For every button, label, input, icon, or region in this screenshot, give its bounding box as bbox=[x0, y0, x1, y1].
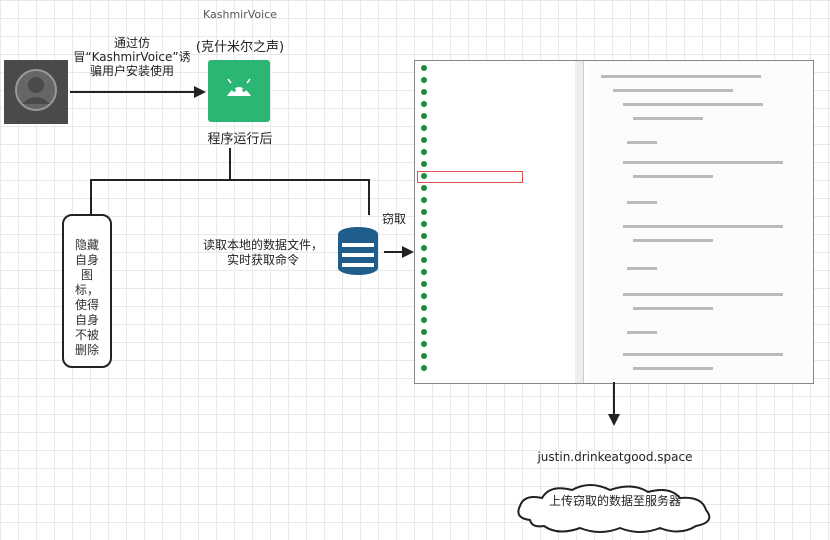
file-tree bbox=[415, 61, 584, 383]
file-tree-row bbox=[421, 89, 430, 99]
code-line bbox=[633, 239, 713, 242]
file-tree-row bbox=[421, 113, 430, 123]
code-line bbox=[623, 161, 783, 164]
code-line bbox=[613, 89, 733, 92]
highlighted-file bbox=[417, 171, 523, 183]
file-tree-row bbox=[421, 257, 430, 267]
file-tree-row bbox=[421, 185, 430, 195]
app-name-label: KashmirVoice bbox=[202, 8, 278, 21]
file-tree-row bbox=[421, 317, 430, 327]
steal-label: 窃取 bbox=[381, 212, 406, 226]
code-line bbox=[627, 267, 657, 270]
file-tree-row bbox=[421, 341, 430, 351]
arrow-db-to-code bbox=[384, 251, 404, 253]
read-local-files-label: 读取本地的数据文件，实时获取命令 bbox=[202, 238, 323, 267]
arrow-user-to-app bbox=[70, 91, 198, 93]
app-running-label: 程序运行后 bbox=[207, 132, 273, 147]
connector-left-down bbox=[90, 179, 92, 215]
code-line bbox=[633, 367, 713, 370]
file-tree-row bbox=[421, 137, 430, 147]
server-label: justin.drinkeatgood.space bbox=[537, 450, 693, 464]
connector-branch bbox=[90, 179, 370, 181]
code-line bbox=[601, 75, 761, 78]
edge-label-user-to-app: 通过仿冒“KashmirVoice”诱骗用户安装使用 bbox=[73, 36, 191, 78]
arrowhead-code-to-server bbox=[608, 414, 620, 426]
database-icon bbox=[336, 226, 380, 276]
arrow-code-to-server bbox=[613, 382, 615, 418]
file-tree-scrollbar bbox=[575, 61, 583, 383]
arrowhead-db-to-code bbox=[402, 246, 414, 258]
code-line bbox=[633, 117, 703, 120]
arrowhead-user-to-app bbox=[194, 86, 206, 98]
hide-icon-text: 隐藏自身图标，使得自身不被删除 bbox=[74, 238, 99, 357]
code-line bbox=[623, 103, 763, 106]
file-tree-row bbox=[421, 365, 430, 375]
file-tree-row bbox=[421, 233, 430, 243]
code-line bbox=[627, 201, 657, 204]
cloud-icon: 上传窃取的数据至服务器 bbox=[510, 480, 720, 536]
file-tree-row bbox=[421, 329, 430, 339]
code-line bbox=[633, 175, 713, 178]
code-line bbox=[627, 141, 657, 144]
code-screenshot bbox=[414, 60, 814, 384]
code-line bbox=[623, 293, 783, 296]
file-tree-row bbox=[421, 221, 430, 231]
file-tree-row bbox=[421, 101, 430, 111]
hide-icon-box: 隐藏自身图标，使得自身不被删除 bbox=[62, 214, 112, 368]
code-line bbox=[633, 307, 713, 310]
file-tree-row bbox=[421, 65, 430, 75]
upload-label: 上传窃取的数据至服务器 bbox=[548, 494, 681, 508]
file-tree-row bbox=[421, 293, 430, 303]
code-line bbox=[623, 353, 783, 356]
file-tree-row bbox=[421, 77, 430, 87]
code-line bbox=[623, 225, 783, 228]
file-tree-row bbox=[421, 245, 430, 255]
file-tree-row bbox=[421, 125, 430, 135]
file-tree-row bbox=[421, 173, 430, 183]
file-tree-row bbox=[421, 161, 430, 171]
user-avatar-icon bbox=[4, 60, 68, 124]
android-app-icon bbox=[208, 60, 270, 122]
file-tree-row bbox=[421, 281, 430, 291]
file-tree-row bbox=[421, 353, 430, 363]
code-editor bbox=[587, 61, 813, 383]
file-tree-row bbox=[421, 149, 430, 159]
file-tree-row bbox=[421, 197, 430, 207]
connector-right-down bbox=[368, 179, 370, 215]
file-tree-row bbox=[421, 209, 430, 219]
connector-app-down bbox=[229, 148, 231, 180]
file-tree-row bbox=[421, 269, 430, 279]
code-line bbox=[627, 331, 657, 334]
file-tree-row bbox=[421, 305, 430, 315]
app-subtitle-label: (克什米尔之声) bbox=[195, 40, 285, 55]
